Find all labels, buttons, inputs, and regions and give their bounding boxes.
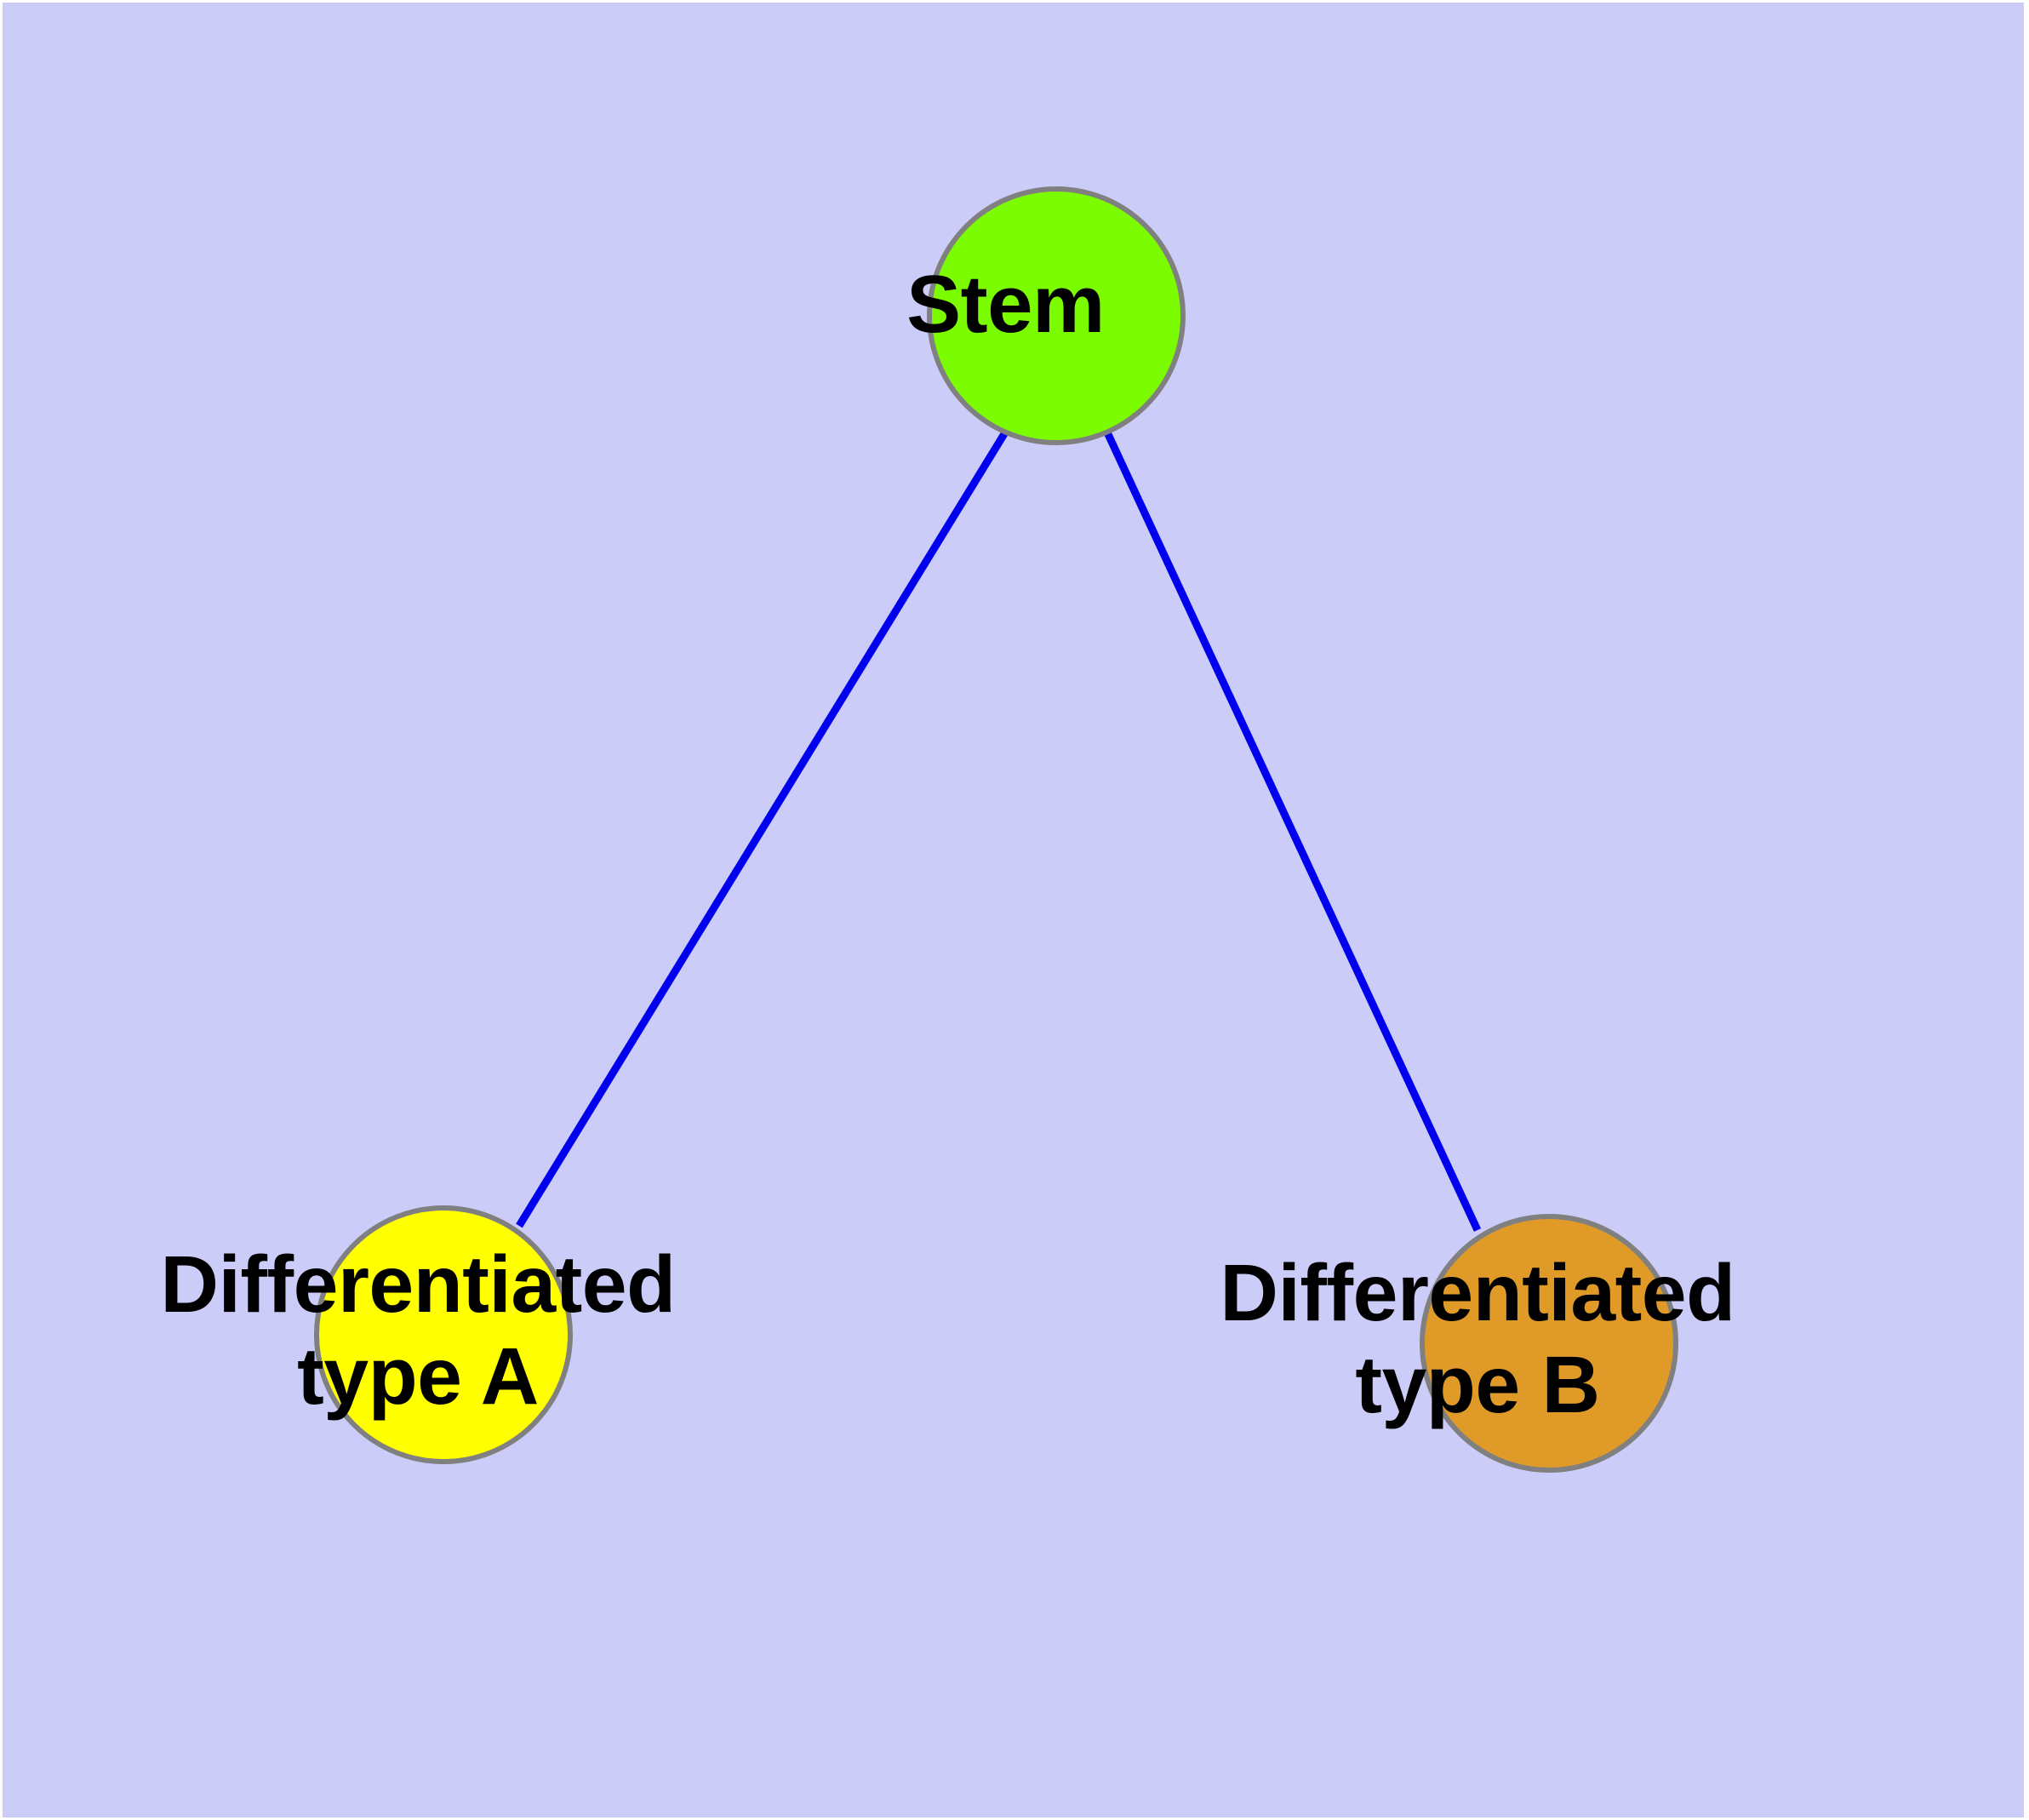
node-stem[interactable]	[927, 186, 1186, 445]
edge-stem-to-type-a[interactable]	[516, 430, 1009, 1228]
edge-layer	[516, 430, 1482, 1232]
node-differentiated-type-a[interactable]	[314, 1205, 573, 1464]
node-layer	[314, 186, 1678, 1473]
edge-stem-to-type-b[interactable]	[1103, 431, 1482, 1232]
node-differentiated-type-b[interactable]	[1420, 1214, 1678, 1473]
node-link-graph	[314, 186, 1678, 1473]
